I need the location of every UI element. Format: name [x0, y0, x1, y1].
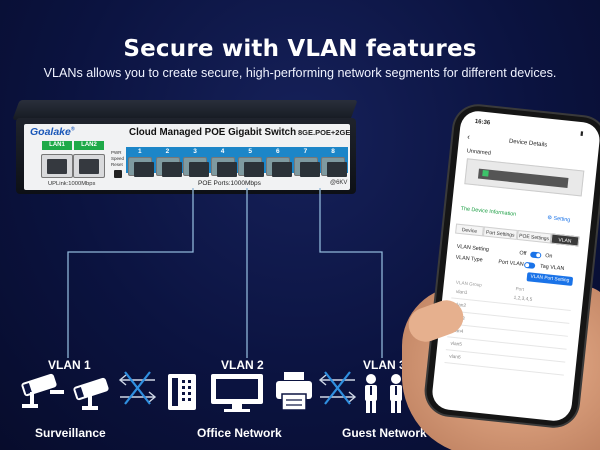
port-vlan-label: Port VLAN: [497, 259, 524, 268]
blocked-arrows-right: [318, 374, 357, 403]
device-thumbnail-ports: [477, 168, 569, 188]
vlan-group-cell: vlan6: [448, 354, 461, 361]
security-camera-icon: [73, 377, 109, 410]
switch-brand: Goalake®: [30, 126, 75, 138]
person-icon: [365, 374, 377, 413]
page-title: Secure with VLAN features: [123, 36, 477, 62]
security-camera-icon: [21, 373, 64, 408]
phone-screen: 16:36 ▮ ‹ Device Details Unnamed The Dev…: [430, 109, 600, 423]
vlan-port-setting-button[interactable]: VLAN Port Setting: [526, 272, 574, 286]
speed-led-label: Speed: [111, 156, 125, 161]
poe-port-number: 4: [220, 148, 225, 155]
poe-port-4: [210, 157, 237, 177]
poe-surge-label: @6KV: [330, 180, 348, 186]
reset-button-label: Reset: [111, 162, 123, 167]
poe-speed-label: POE Ports:1000Mbps: [198, 180, 261, 187]
setting-link[interactable]: ⚙ Setting: [546, 215, 571, 224]
device-info-link[interactable]: The Device Information: [460, 205, 517, 218]
vlan-on-label: On: [544, 253, 553, 260]
blocked-cross-left: [124, 371, 151, 405]
computer-icon: [211, 374, 263, 412]
surveillance-group-label: Surveillance: [35, 426, 106, 440]
device-thumbnail: [464, 158, 585, 197]
poe-port-number: 7: [303, 148, 308, 155]
person-icon: [390, 374, 402, 413]
device-thumbnail-led: [482, 170, 489, 177]
poe-port-number: 5: [248, 148, 253, 155]
printer-icon: [276, 372, 312, 411]
guest-network-group-label: Guest Network: [342, 426, 427, 440]
blocked-arrows-left: [118, 374, 157, 403]
switch-led-labels: PWR Speed Reset: [111, 150, 124, 168]
desk-phone-icon: [168, 374, 196, 410]
page-subtitle: VLANs allows you to create secure, high-…: [43, 66, 557, 80]
poe-port-3: [183, 157, 210, 177]
vlan-setting-label: VLAN Setting: [456, 243, 490, 254]
tag-vlan-label: Tag VLAN: [539, 263, 565, 273]
switch-model: Cloud Managed POE Gigabit Switch: [129, 127, 297, 138]
vlan-group-cell: vlan5: [450, 341, 463, 348]
poe-port-2: [155, 157, 182, 177]
vlan-off-label: Off: [519, 250, 527, 258]
tab-poe-settings[interactable]: POE Settings: [516, 229, 552, 244]
poe-port-1: [128, 157, 154, 177]
tab-vlan[interactable]: VLAN: [550, 233, 580, 247]
vlan-type-toggle[interactable]: [523, 261, 536, 269]
pwr-led-label: PWR: [111, 150, 122, 155]
battery-icon: ▮: [579, 130, 584, 138]
device-details-title: Device Details: [508, 138, 548, 149]
office-network-group-label: Office Network: [197, 426, 282, 440]
poe-port-8: [321, 157, 348, 177]
back-icon[interactable]: ‹: [466, 132, 471, 142]
poe-port-number: 6: [276, 148, 280, 155]
blocked-cross-right: [324, 371, 351, 405]
uplink-speed-label: UPLink:1000Mbps: [48, 181, 96, 187]
status-time: 16:36: [474, 118, 491, 127]
poe-port-6: [266, 157, 292, 177]
switch-model-code: 8GE.POE+2GE: [298, 128, 351, 137]
setting-link-label: Setting: [553, 215, 571, 224]
poe-port-number: 2: [165, 148, 170, 155]
vlan2-label: VLAN 2: [221, 358, 264, 372]
uplink-port-1: [41, 154, 73, 178]
vlan-setting-toggle[interactable]: [529, 251, 542, 259]
poe-port-number: 3: [193, 148, 197, 155]
uplink-label-lan1: LAN1: [42, 141, 72, 150]
poe-port-5: [238, 157, 265, 177]
poe-port-number: 1: [138, 148, 142, 155]
device-name: Unnamed: [466, 148, 492, 157]
port-header: Port: [515, 286, 525, 292]
vlan3-label: VLAN 3: [363, 358, 406, 372]
vlan1-connection-line: [67, 188, 194, 358]
poe-port-7: [293, 157, 320, 177]
tab-port-settings[interactable]: Port Settings: [482, 226, 518, 240]
vlan1-label: VLAN 1: [48, 358, 91, 372]
tab-device[interactable]: Device: [455, 223, 484, 237]
vlan-type-label: VLAN Type: [455, 254, 483, 264]
vlan-group-cell: vlan1: [455, 289, 468, 297]
uplink-port-2: [73, 154, 105, 178]
reset-button: [114, 170, 122, 178]
poe-port-number: 8: [331, 148, 335, 155]
uplink-label-lan2: LAN2: [74, 141, 104, 150]
vlan3-connection-line: [319, 188, 383, 358]
